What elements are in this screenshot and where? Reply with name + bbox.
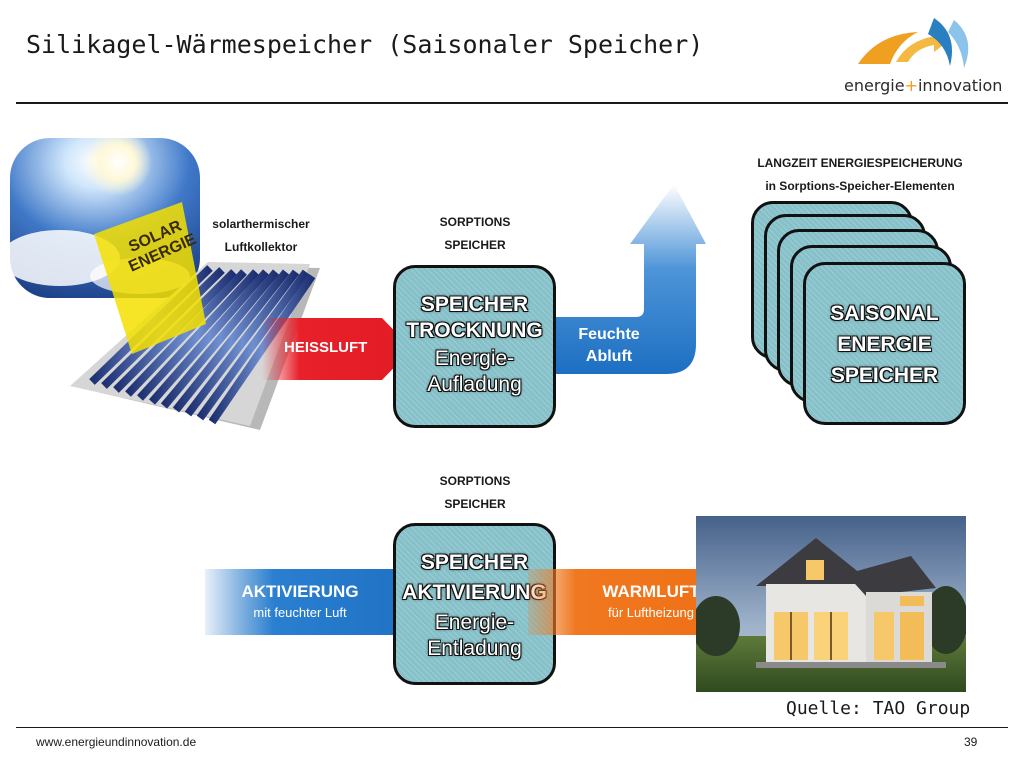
sorption-storage-box-charging: SPEICHER TROCKNUNG Energie- Aufladung (393, 265, 556, 428)
logo-text-plus: + (904, 76, 918, 95)
sun-icon (84, 128, 152, 196)
storage-activation-line3: Energie- (434, 611, 515, 634)
collector-caption: solarthermischer Luftkollektor (212, 217, 310, 254)
arrow-aktivierung-label: AKTIVIERUNG mit feuchter Luft (241, 582, 359, 620)
storage-box-line2: TROCKNUNG (406, 319, 543, 342)
arrow-aktivierung: AKTIVIERUNG mit feuchter Luft (205, 567, 435, 637)
house-photo (692, 516, 968, 692)
seasonal-storage-box: SAISONAL ENERGIE SPEICHER (803, 262, 966, 425)
storage-box-line3: Energie- (434, 347, 515, 370)
solar-collector-illustration: SOLAR ENERGIE (0, 128, 330, 438)
season-box-line3: SPEICHER (830, 364, 939, 387)
sorption-storage-caption-bottom: SORPTIONS SPEICHER (439, 474, 511, 511)
footer-rule (16, 727, 1008, 728)
arrow-warmluft-label: WARMLUFT für Luftheizung (602, 582, 700, 620)
arrow-feuchte-abluft: Feuchte Abluft (556, 184, 706, 380)
logo-text-innovation: innovation (917, 76, 1003, 95)
arrow-heissluft-label: HEISSLUFT (284, 339, 368, 356)
page-title: Silikagel-Wärmespeicher (Saisonaler Spei… (26, 30, 704, 59)
season-box-line1: SAISONAL (830, 302, 939, 325)
storage-activation-line2: AKTIVIERUNG (402, 581, 547, 604)
storage-box-line1: SPEICHER (420, 293, 529, 316)
storage-activation-line4: Entladung (427, 637, 522, 660)
arrow-abluft-label: Feuchte Abluft (578, 326, 640, 365)
storage-box-line4: Aufladung (427, 373, 522, 396)
longterm-storage-caption: LANGZEIT ENERGIESPEICHERUNG in Sorptions… (757, 156, 963, 193)
header-rule (16, 102, 1008, 104)
sorption-storage-caption-top: SORPTIONS SPEICHER (439, 215, 511, 252)
footer-url[interactable]: www.energieundinnovation.de (36, 735, 197, 749)
logo-swoosh-icon (858, 18, 969, 68)
season-box-line2: ENERGIE (837, 333, 932, 356)
logo-text-energie: energie (844, 76, 905, 95)
source-credit: Quelle: TAO Group (786, 698, 971, 719)
page-number: 39 (964, 735, 978, 749)
arrow-heissluft: HEISSLUFT (262, 314, 412, 384)
storage-activation-line1: SPEICHER (420, 551, 529, 574)
logo: energie+innovation (838, 14, 1008, 100)
